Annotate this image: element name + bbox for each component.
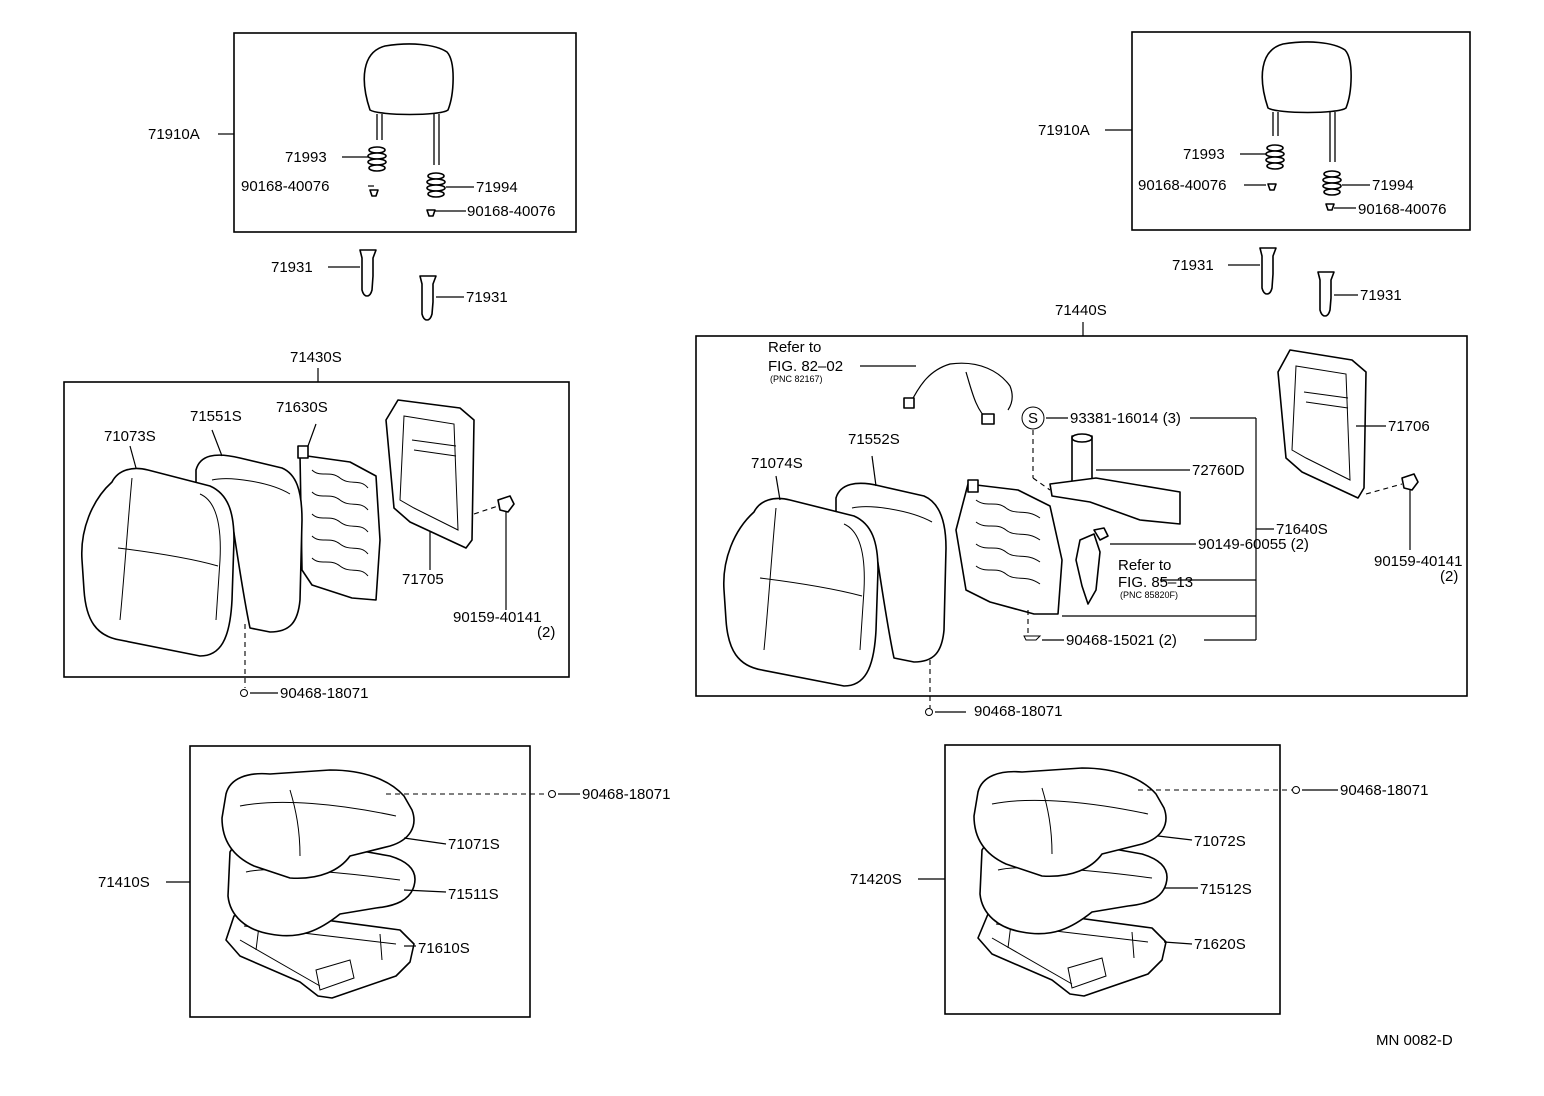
left-headrest-box	[233, 32, 577, 233]
label-71931-left-b: 71931	[466, 289, 508, 306]
label-71910A-left: 71910A	[148, 126, 200, 143]
right-headrest	[1261, 41, 1352, 114]
label-71072S: 71072S	[1194, 833, 1246, 850]
label-71071S: 71071S	[448, 836, 500, 853]
left-spring-71993	[367, 146, 387, 172]
right-cushion-cover	[973, 767, 1167, 878]
left-back-frame	[385, 399, 475, 549]
right-motor-72760D	[1071, 435, 1093, 483]
label-71552S: 71552S	[848, 431, 900, 448]
label-71511S: 71511S	[448, 886, 499, 903]
drawing-code: MN 0082-D	[1376, 1032, 1453, 1049]
left-spring-71994	[426, 172, 446, 198]
label-90168-left-a: 90168-40076	[241, 178, 329, 195]
left-clip-2	[426, 209, 436, 217]
right-spring-frame	[955, 483, 1063, 615]
label-90159-right: 90159-40141	[1374, 553, 1462, 570]
right-hogring-back: 90468-18071	[925, 660, 1062, 720]
right-seatback-box	[695, 335, 1468, 697]
label-90168-left-b: 90168-40076	[467, 203, 555, 220]
right-spring-71994	[1322, 170, 1342, 196]
right-spring-71993	[1265, 144, 1285, 170]
label-71430S: 71430S	[290, 349, 342, 366]
label-90468-left-a: 90468-18071	[280, 685, 368, 702]
right-cushion-group: 71420S 90468-18071 71072S 71512S 71620S	[850, 744, 1428, 1015]
label-fig-85-13: FIG. 85–13	[1118, 574, 1193, 591]
right-headrest-box	[1131, 31, 1471, 231]
label-71440S: 71440S	[1055, 302, 1107, 319]
right-switch	[1075, 533, 1101, 605]
label-71705: 71705	[402, 571, 444, 588]
label-71610S: 71610S	[418, 940, 470, 957]
label-71410S: 71410S	[98, 874, 150, 891]
label-90468-right-b: 90468-18071	[1340, 782, 1428, 799]
right-seatback-group: 71440S Refer to FIG. 82–02 (PNC 82167) 7…	[695, 302, 1468, 697]
label-71993-left: 71993	[285, 149, 327, 166]
left-cushion-group: 71410S 90468-18071 71071S 71511S 71610S	[98, 745, 670, 1018]
label-pnc-85820F: (PNC 85820F)	[1120, 590, 1178, 600]
left-spring-frame	[299, 454, 381, 601]
label-90159-left-qty: (2)	[537, 624, 555, 641]
label-90468-15021: 90468-15021 (2)	[1066, 632, 1177, 649]
label-71993-right: 71993	[1183, 146, 1225, 163]
label-s-symbol: S	[1028, 410, 1038, 427]
left-clip-1	[369, 189, 379, 197]
label-71073S: 71073S	[104, 428, 156, 445]
left-hogring-back: 90468-18071	[240, 624, 368, 702]
label-71994-right: 71994	[1372, 177, 1414, 194]
label-71931-right-b: 71931	[1360, 287, 1402, 304]
left-bolt-90159	[497, 495, 515, 513]
label-72760D: 72760D	[1192, 462, 1245, 479]
label-90168-right-a: 90168-40076	[1138, 177, 1226, 194]
label-71910A-right: 71910A	[1038, 122, 1090, 139]
label-71551S: 71551S	[190, 408, 242, 425]
label-90468-right-a: 90468-18071	[974, 703, 1062, 720]
label-90468-left-b: 90468-18071	[582, 786, 670, 803]
left-seatback-box	[63, 381, 570, 678]
label-71620S: 71620S	[1194, 936, 1246, 953]
right-back-frame	[1277, 349, 1367, 499]
right-headrest-group: 71910A 71993 90168-40076 71994 90168-400…	[1038, 31, 1471, 231]
right-seatback-cover	[723, 497, 879, 687]
label-refer-to-1: Refer to	[768, 339, 821, 356]
right-motor-bracket	[1049, 477, 1181, 525]
label-90159-left: 90159-40141	[453, 609, 541, 626]
left-headrest-group: 71910A 71993 90168-40076 71994 90168-400…	[148, 32, 577, 233]
label-90159-right-qty: (2)	[1440, 568, 1458, 585]
label-71931-left-a: 71931	[271, 259, 313, 276]
right-guides: 71931 71931	[1172, 247, 1402, 317]
left-cushion-cover	[221, 769, 415, 880]
label-fig-82-02: FIG. 82–02	[768, 358, 843, 375]
label-90168-right-b: 90168-40076	[1358, 201, 1446, 218]
label-71706: 71706	[1388, 418, 1430, 435]
left-guides: 71931 71931	[271, 249, 508, 321]
label-71512S: 71512S	[1200, 881, 1252, 898]
label-71630S: 71630S	[276, 399, 328, 416]
label-pnc-82167: (PNC 82167)	[770, 374, 823, 384]
label-71640S: 71640S	[1276, 521, 1328, 538]
left-guide-1	[359, 249, 377, 297]
label-71994-left: 71994	[476, 179, 518, 196]
label-71074S: 71074S	[751, 455, 803, 472]
label-71420S: 71420S	[850, 871, 902, 888]
left-headrest	[363, 43, 454, 116]
left-seatback-group: 71430S 71073S 71551S 71630S 71705 90159-…	[63, 349, 570, 678]
left-guide-2	[419, 275, 437, 321]
label-93381: 93381-16014 (3)	[1070, 410, 1181, 427]
label-90149: 90149-60055 (2)	[1198, 536, 1309, 553]
left-seatback-cover	[81, 467, 235, 657]
label-refer-to-2: Refer to	[1118, 557, 1171, 574]
label-71931-right-a: 71931	[1172, 257, 1214, 274]
